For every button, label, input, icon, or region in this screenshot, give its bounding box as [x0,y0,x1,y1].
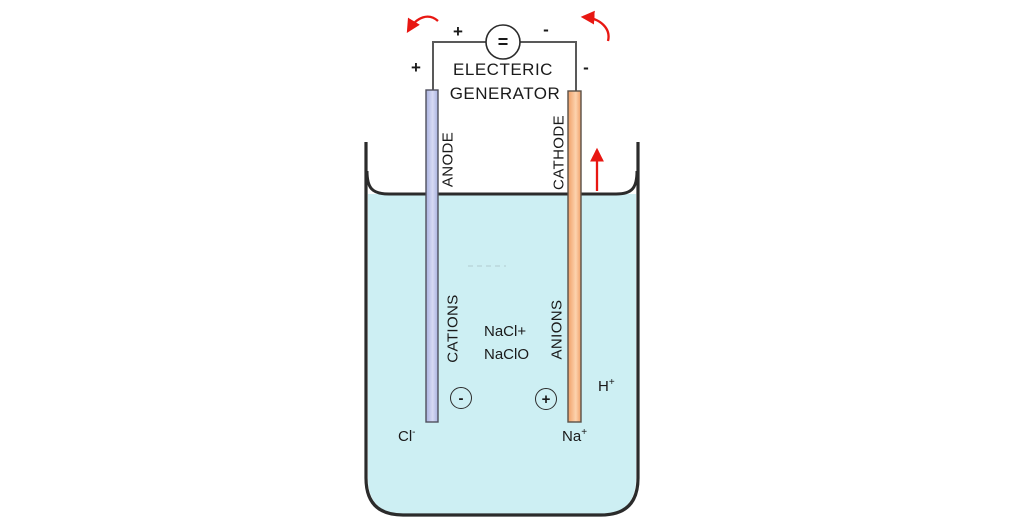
circled-minus-glyph: - [458,389,464,407]
water-surface-line [365,170,639,196]
anode-terminal-sign: + [411,58,421,77]
generator-name-line1: ELECTERIC [453,60,553,79]
hydrogen-ion-base: H [598,378,609,395]
anode-electrode [425,89,439,423]
circled-plus-glyph: + [541,390,551,408]
cathode-terminal-sign: - [583,58,589,77]
chloride-ion-charge: - [412,427,416,438]
hydrogen-ion-charge: + [608,377,615,388]
solution-formula: NaCl+ NaClO [484,320,529,366]
generator-negative-sign: - [543,20,549,39]
anions-label: ANIONS [548,299,566,360]
circled-minus-sign: - [450,387,472,409]
generator-symbol-circle [485,24,521,60]
generator-equals-symbol: = [497,32,509,52]
circled-plus-sign: + [535,388,557,410]
generator-positive-sign: + [453,22,463,41]
cathode-electrode [567,90,582,423]
chloride-ion-label: Cl- [398,427,416,445]
chloride-ion-base: Cl [398,428,413,445]
cathode-label: CATHODE [550,114,568,191]
anode-label: ANODE [439,131,457,188]
generator-name-line2: GENERATOR [449,84,561,103]
sodium-ion-base: Na [562,428,582,445]
cations-label: CATIONS [444,294,462,363]
beaker-outline [364,142,640,517]
solution-formula-line2: NaClO [484,346,530,363]
hydrogen-ion-label: H+ [598,377,615,395]
sodium-ion-charge: + [581,427,588,438]
current-direction-arrow-right [580,10,610,42]
solution-formula-line1: NaCl+ [484,323,527,340]
current-direction-arrow-left [406,15,439,33]
sodium-ion-label: Na+ [562,427,587,445]
cathode-wire [520,41,577,91]
anode-wire [432,41,486,91]
